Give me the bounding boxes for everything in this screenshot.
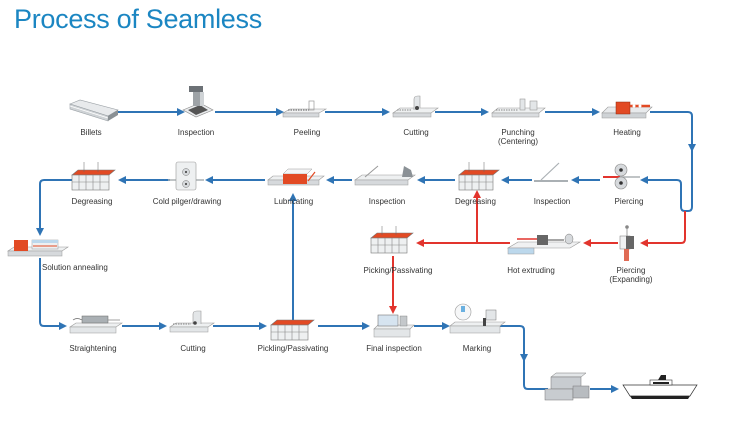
flow-annealing-to-straightening	[39, 258, 67, 330]
step-label-straightening: Straightening	[69, 344, 117, 353]
step-label-degreasing-2: Degreasing	[71, 197, 113, 206]
cutting-machine-icon	[392, 95, 439, 118]
tank-icon	[458, 162, 500, 191]
lubricating-machine-icon	[267, 168, 325, 186]
step-label-piercing-expanding-sub: (Expanding)	[609, 275, 653, 284]
ship-icon	[622, 375, 698, 399]
flow-to-piercing	[640, 176, 686, 212]
press-icon	[619, 225, 634, 261]
step-label-punching-sub: (Centering)	[497, 137, 539, 146]
punching-machine-icon	[491, 98, 546, 118]
tank-icon	[370, 226, 414, 254]
step-label-piercing-expanding-main: Piercing	[616, 266, 646, 275]
peeling-machine-icon	[281, 100, 328, 118]
step-label-degreasing: Degreasing	[455, 197, 496, 206]
step-label-hot-extruding: Hot extruding	[507, 266, 555, 275]
roller-icon	[603, 163, 640, 190]
flow-marking-to-packing	[500, 325, 528, 362]
step-label-punching-main: Punching	[501, 128, 535, 137]
step-label-inspection-2: Inspection	[533, 197, 571, 206]
step-label-punching: Punching (Centering)	[498, 128, 538, 146]
step-label-billets: Billets	[80, 128, 102, 137]
flow-hot-to-expanding	[640, 211, 686, 247]
step-label-piercing: Piercing	[614, 197, 644, 206]
flow-packing-down	[523, 360, 548, 390]
packed-crates-icon	[544, 372, 590, 401]
tank-icon	[71, 162, 116, 191]
step-label-final-inspection: Final inspection	[366, 344, 422, 353]
microscope-icon	[182, 86, 214, 118]
page-title: Process of Seamless	[14, 4, 262, 34]
extrusion-press-icon	[506, 233, 582, 255]
cutting-machine-icon	[169, 310, 215, 333]
step-label-peeling: Peeling	[293, 128, 321, 137]
step-label-cutting: Cutting	[403, 128, 429, 137]
step-label-pickling-passivating: Pickling/Passivating	[257, 344, 329, 353]
billets-icon	[69, 99, 119, 122]
inspection-console-icon	[373, 314, 415, 338]
step-label-cutting-2: Cutting	[180, 344, 206, 353]
annealing-furnace-icon	[7, 239, 69, 257]
step-label-piercing-expanding: Piercing (Expanding)	[609, 266, 652, 284]
flow-degreasing-to-annealing	[36, 179, 72, 236]
step-label-heating: Heating	[613, 128, 641, 137]
step-label-lubricating: Lubricating	[274, 197, 314, 206]
pilger-mill-icon	[168, 161, 204, 191]
flow-right-trunk	[685, 150, 693, 212]
furnace-icon	[601, 101, 653, 119]
marking-machine-icon	[449, 303, 506, 334]
step-label-marking: Marking	[462, 344, 492, 353]
step-label-inspection-3: Inspection	[368, 197, 406, 206]
step-label-inspection: Inspection	[177, 128, 215, 137]
step-label-solution-annealing: Solution annealing	[42, 263, 108, 272]
step-label-picking-passivating: Picking/Passivating	[363, 266, 433, 275]
inspection-stand-icon	[534, 162, 568, 182]
flow-heating-down	[650, 111, 696, 152]
tank-icon	[270, 319, 315, 341]
step-label-cold-pilger: Cold pilger/drawing	[152, 197, 222, 206]
straightener-icon	[69, 315, 123, 334]
inspection-bench-icon	[354, 165, 416, 186]
